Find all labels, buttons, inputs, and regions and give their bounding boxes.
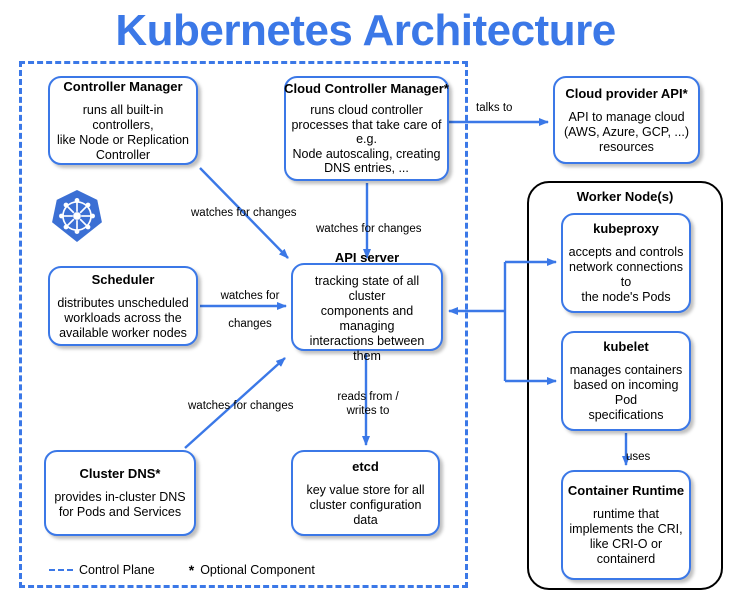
- legend-item-optional-component: * Optional Component: [189, 562, 315, 578]
- dashed-line-icon: [49, 569, 73, 571]
- kubernetes-helm-logo-icon: [51, 189, 103, 243]
- node-etcd-title: etcd: [352, 458, 379, 474]
- legend-optional-label: Optional Component: [200, 563, 315, 577]
- node-cluster-dns[interactable]: Cluster DNS* provides in-cluster DNS for…: [44, 450, 196, 536]
- node-etcd-desc: key value store for all cluster configur…: [306, 482, 425, 527]
- node-etcd[interactable]: etcd key value store for all cluster con…: [291, 450, 440, 536]
- edge-label-controller-manager-watches: watches for changes: [191, 207, 297, 219]
- node-api-server[interactable]: API server tracking state of all cluster…: [291, 250, 443, 363]
- node-kubelet-title: kubelet: [603, 339, 649, 354]
- node-cloud-controller-manager-desc: runs cloud controller processes that tak…: [291, 103, 442, 176]
- edge-label-api-server-etcd: reads from / writes to: [337, 391, 399, 417]
- node-cloud-provider-api[interactable]: Cloud provider API* API to manage cloud …: [553, 76, 700, 164]
- worker-node-title: Worker Node(s): [576, 189, 674, 204]
- node-controller-manager-title: Controller Manager: [63, 78, 183, 94]
- node-controller-manager[interactable]: Controller Manager runs all built-in con…: [48, 76, 198, 165]
- node-container-runtime-desc: runtime that implements the CRI, like CR…: [569, 507, 683, 566]
- node-kubeproxy-desc: accepts and controls network connections…: [568, 245, 684, 304]
- node-container-runtime-title: Container Runtime: [567, 483, 685, 498]
- node-scheduler-title: Scheduler: [91, 271, 155, 287]
- node-kubelet[interactable]: kubelet manages containers based on inco…: [561, 331, 691, 431]
- node-cluster-dns-desc: provides in-cluster DNS for Pods and Ser…: [54, 490, 186, 519]
- node-kubelet-desc: manages containers based on incoming Pod…: [569, 363, 683, 422]
- edge-label-scheduler-watches: watches for changes: [220, 290, 280, 330]
- node-cloud-controller-manager[interactable]: Cloud Controller Manager* runs cloud con…: [284, 76, 449, 181]
- edge-label-talks-to: talks to: [476, 102, 513, 114]
- node-cloud-provider-api-title: Cloud provider API*: [565, 85, 688, 101]
- legend-item-control-plane: Control Plane: [49, 563, 155, 577]
- node-scheduler[interactable]: Scheduler distributes unscheduled worklo…: [48, 266, 198, 346]
- legend-control-plane-label: Control Plane: [79, 563, 155, 577]
- node-controller-manager-desc: runs all built-in controllers, like Node…: [56, 102, 189, 162]
- node-api-server-title: API server: [334, 250, 400, 265]
- edge-label-cloud-controller-manager-watches: watches for changes: [316, 223, 422, 235]
- node-kubeproxy-title: kubeproxy: [593, 221, 659, 236]
- node-kubeproxy[interactable]: kubeproxy accepts and controls network c…: [561, 213, 691, 313]
- node-cloud-provider-api-desc: API to manage cloud (AWS, Azure, GCP, ..…: [563, 109, 690, 154]
- page-title: Kubernetes Architecture: [115, 6, 616, 55]
- asterisk-icon: *: [188, 562, 195, 578]
- node-api-server-desc: tracking state of all cluster components…: [309, 274, 425, 363]
- node-scheduler-desc: distributes unscheduled workloads across…: [57, 295, 189, 340]
- edge-label-cluster-dns-watches: watches for changes: [188, 400, 294, 412]
- node-cloud-controller-manager-title: Cloud Controller Manager*: [284, 81, 449, 97]
- control-plane-boundary: [19, 61, 468, 588]
- legend: Control Plane * Optional Component: [49, 562, 315, 578]
- edge-label-kubelet-uses: uses: [626, 451, 651, 463]
- node-container-runtime[interactable]: Container Runtime runtime that implement…: [561, 470, 691, 580]
- node-cluster-dns-title: Cluster DNS*: [79, 466, 161, 481]
